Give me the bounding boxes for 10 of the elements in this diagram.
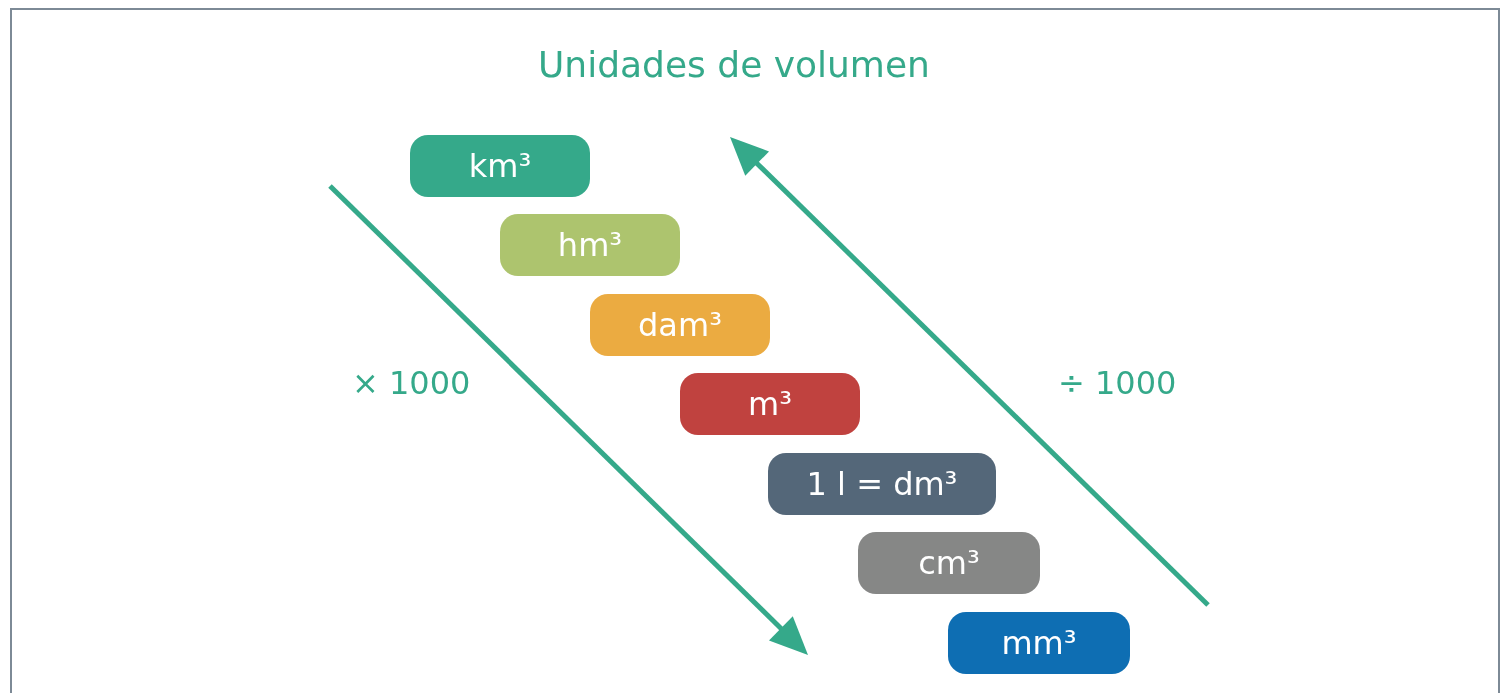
unit-box: km³ [410, 135, 590, 197]
unit-box: hm³ [500, 214, 680, 276]
factor-label: ÷ 1000 [1058, 364, 1177, 402]
unit-box: m³ [680, 373, 860, 435]
unit-box: mm³ [948, 612, 1130, 674]
unit-box: 1 l = dm³ [768, 453, 996, 515]
unit-box: dam³ [590, 294, 770, 356]
factor-label: × 1000 [352, 364, 471, 402]
title: Unidades de volumen [538, 44, 930, 85]
unit-box: cm³ [858, 532, 1040, 594]
